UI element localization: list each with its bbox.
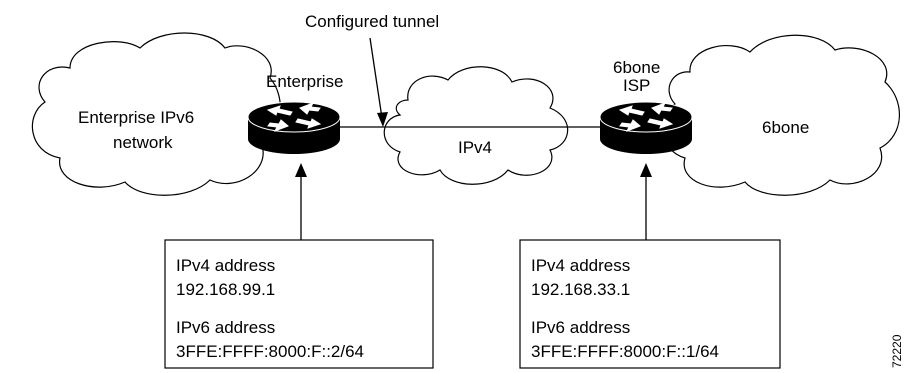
6bone-cloud — [661, 34, 900, 196]
ipv4-cloud-label: IPv4 — [458, 138, 492, 157]
enterprise-network-cloud — [31, 32, 281, 196]
figure-id: 72220 — [890, 334, 904, 368]
isp-ipv6-value: 3FFE:FFFF:8000:F::1/64 — [531, 342, 719, 361]
configured-tunnel-label: Configured tunnel — [305, 12, 439, 31]
6bone-cloud-label: 6bone — [762, 118, 809, 137]
enterprise-router-icon — [247, 101, 341, 154]
isp-router-label-line1: 6bone — [613, 58, 660, 77]
isp-ipv4-heading: IPv4 address — [531, 256, 630, 275]
enterprise-ipv6-heading: IPv6 address — [176, 318, 275, 337]
enterprise-ipv6-value: 3FFE:FFFF:8000:F::2/64 — [176, 342, 364, 361]
isp-router-icon — [599, 101, 693, 154]
ipv4-cloud — [383, 66, 569, 185]
isp-router-label-line2: ISP — [623, 76, 650, 95]
enterprise-address-arrow-head — [295, 163, 307, 177]
enterprise-address-box — [164, 239, 434, 369]
configured-tunnel-arrow-head — [377, 112, 388, 127]
isp-address-box — [519, 239, 781, 369]
isp-ipv6-heading: IPv6 address — [531, 318, 630, 337]
enterprise-ipv4-value: 192.168.99.1 — [176, 280, 275, 299]
enterprise-router-label: Enterprise — [266, 72, 343, 91]
enterprise-network-label-line1: Enterprise IPv6 — [78, 108, 194, 127]
isp-ipv4-value: 192.168.33.1 — [531, 280, 630, 299]
configured-tunnel-arrow-line — [369, 37, 383, 119]
enterprise-network-label-line2: network — [113, 133, 173, 152]
isp-address-arrow-head — [640, 163, 652, 177]
enterprise-ipv4-heading: IPv4 address — [176, 256, 275, 275]
